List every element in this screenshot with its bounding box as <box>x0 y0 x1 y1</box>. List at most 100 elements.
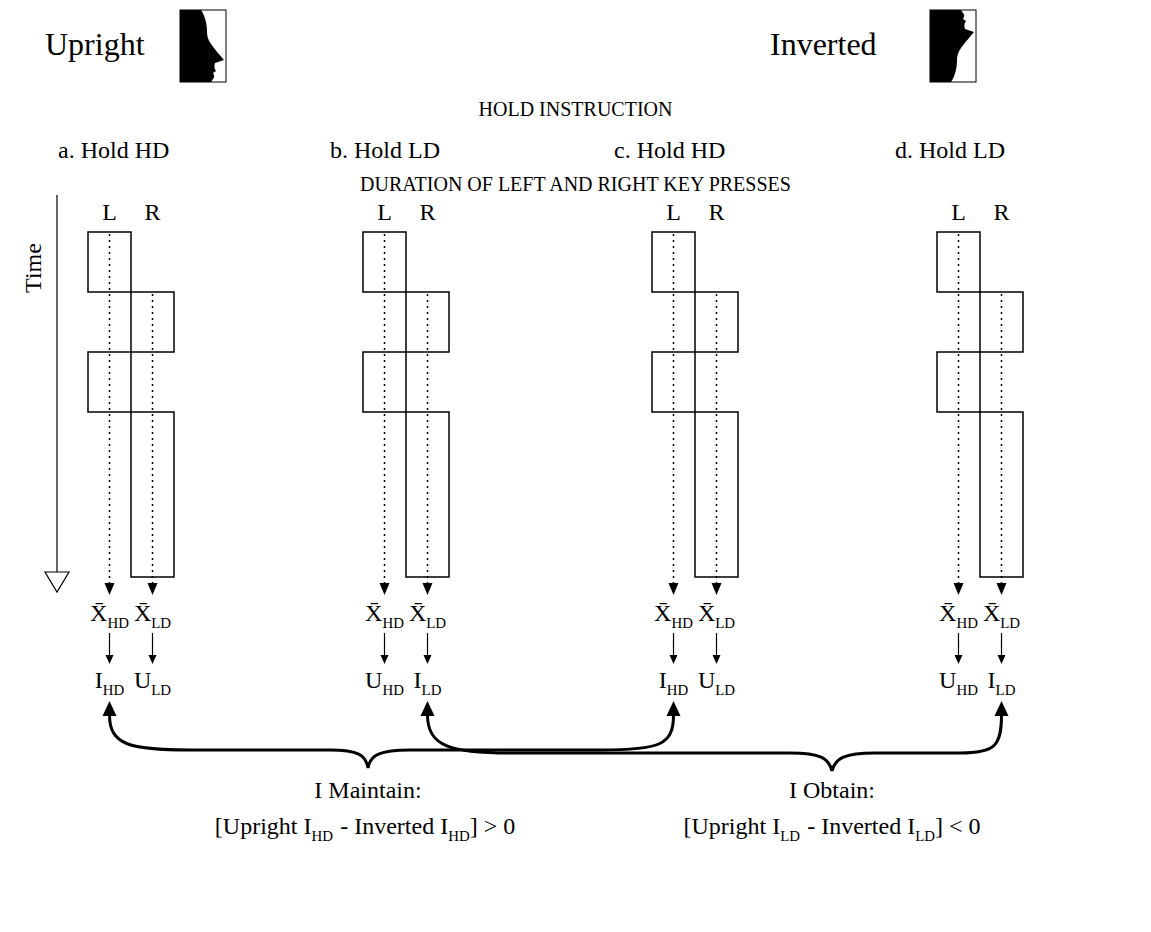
text-label: DURATION OF LEFT AND RIGHT KEY PRESSES <box>360 174 791 194</box>
label-text: X̄ <box>365 600 382 626</box>
subscript: HD <box>671 615 693 631</box>
label-text: - Inverted I <box>340 813 448 839</box>
text-label: X̄HD <box>90 601 129 625</box>
text-label: X̄HD <box>939 601 978 625</box>
label-text: I Obtain: <box>789 777 875 803</box>
arrowhead <box>103 701 117 716</box>
brace-curve <box>428 715 1002 771</box>
subscript: HD <box>311 828 333 844</box>
text-label: HOLD INSTRUCTION <box>479 99 673 119</box>
time-arrowhead <box>45 572 69 592</box>
label-text: [Upright I <box>683 813 780 839</box>
arrowhead <box>995 701 1009 716</box>
subscript: LD <box>1000 615 1020 631</box>
label-text: X̄ <box>939 600 956 626</box>
label-text: R <box>708 199 724 225</box>
label-text: X̄ <box>654 600 671 626</box>
subscript: HD <box>103 682 125 698</box>
text-label: Inverted <box>770 28 877 60</box>
label-text: I <box>95 667 103 693</box>
label-text: X̄ <box>134 600 151 626</box>
label-text: b. Hold LD <box>330 137 440 163</box>
text-label: ULD <box>134 668 171 692</box>
label-text: X̄ <box>983 600 1000 626</box>
subscript: HD <box>107 615 129 631</box>
label-text: U <box>365 667 382 693</box>
time-axis <box>56 195 57 572</box>
label-text: X̄ <box>698 600 715 626</box>
label-text: [Upright I <box>215 813 312 839</box>
text-label: R <box>419 200 435 224</box>
text-label: [Upright ILD- Inverted ILD] < 0 <box>683 814 980 838</box>
label-text: HOLD INSTRUCTION <box>479 98 673 120</box>
subscript: LD <box>151 682 171 698</box>
label-text: DURATION OF LEFT AND RIGHT KEY PRESSES <box>360 173 791 195</box>
key-press-panel <box>937 232 1023 664</box>
text-label: I Maintain: <box>314 778 421 802</box>
subscript: LD <box>715 682 735 698</box>
label-text: U <box>939 667 956 693</box>
text-label: R <box>708 200 724 224</box>
text-label: a. Hold HD <box>58 138 169 162</box>
label-text: I <box>659 667 667 693</box>
text-label: d. Hold LD <box>895 138 1005 162</box>
label-text: R <box>419 199 435 225</box>
label-text: U <box>134 667 151 693</box>
subscript: HD <box>956 615 978 631</box>
label-text: ] < 0 <box>935 813 981 839</box>
label-text: Upright <box>45 26 145 62</box>
subscript: LD <box>151 615 171 631</box>
key-press-panel <box>363 232 449 664</box>
label-text: - Inverted I <box>807 813 915 839</box>
picture-frame <box>930 10 976 82</box>
label-text: R <box>993 199 1009 225</box>
label-text: X̄ <box>409 600 426 626</box>
label-text: c. Hold HD <box>614 137 725 163</box>
text-label: X̄LD <box>409 601 446 625</box>
inverted-face <box>930 10 974 82</box>
subscript: LD <box>422 682 442 698</box>
text-label: X̄LD <box>698 601 735 625</box>
label-text: L <box>102 199 117 225</box>
label-text: L <box>377 199 392 225</box>
text-label: b. Hold LD <box>330 138 440 162</box>
subscript: LD <box>780 828 800 844</box>
label-text: Inverted <box>770 26 877 62</box>
subscript: LD <box>915 828 935 844</box>
text-label: c. Hold HD <box>614 138 725 162</box>
subscript: HD <box>382 682 404 698</box>
subscript: LD <box>996 682 1016 698</box>
subscript: HD <box>667 682 689 698</box>
label-text: L <box>666 199 681 225</box>
subscript: LD <box>426 615 446 631</box>
text-label: ILD <box>988 668 1016 692</box>
text-label: IHD <box>659 668 689 692</box>
text-label: X̄LD <box>134 601 171 625</box>
text-label: [Upright IHD- Inverted IHD] > 0 <box>215 814 515 838</box>
text-label: ULD <box>698 668 735 692</box>
label-text: d. Hold LD <box>895 137 1005 163</box>
text-label: L <box>377 200 392 224</box>
subscript: LD <box>715 615 735 631</box>
label-text: I Maintain: <box>314 777 421 803</box>
subscript: HD <box>448 828 470 844</box>
text-label: IHD <box>95 668 125 692</box>
upright-face <box>180 10 224 82</box>
text-label: L <box>951 200 966 224</box>
text-label: UHD <box>939 668 978 692</box>
text-label: I Obtain: <box>789 778 875 802</box>
text-label: R <box>144 200 160 224</box>
arrowhead <box>667 701 681 716</box>
brace-curve <box>110 715 674 768</box>
subscript: HD <box>956 682 978 698</box>
text-label: X̄HD <box>365 601 404 625</box>
key-press-panel <box>88 232 174 664</box>
text-label: UHD <box>365 668 404 692</box>
subscript: HD <box>382 615 404 631</box>
text-label: L <box>666 200 681 224</box>
text-label: X̄LD <box>983 601 1020 625</box>
label-text: ] > 0 <box>470 813 516 839</box>
label-text: U <box>698 667 715 693</box>
label-text: L <box>951 199 966 225</box>
